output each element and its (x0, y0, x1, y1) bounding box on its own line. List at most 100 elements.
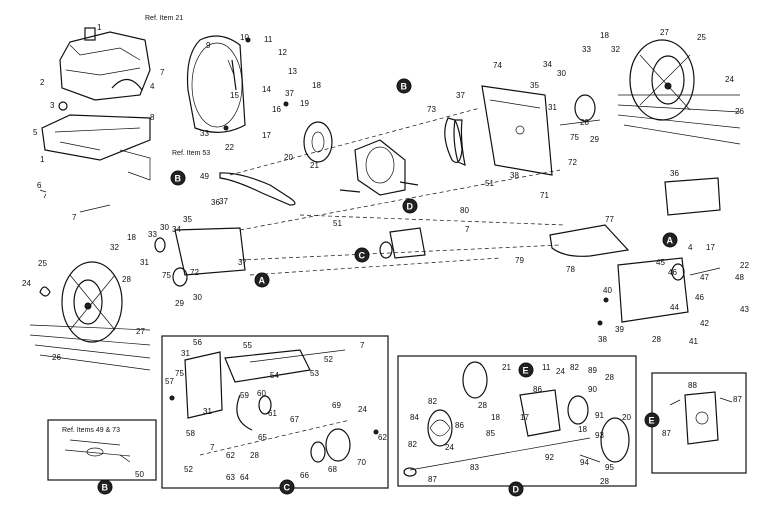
label-33b: 33 (582, 45, 591, 54)
label-31c: 31 (181, 349, 190, 358)
callout-letter-a1: A (259, 276, 266, 286)
label-56: 56 (193, 338, 202, 347)
engine-labels: 1 2 3 4 5 6 7 7 8 1 Ref. Item 21 Ref. It… (33, 15, 210, 222)
label-7e: 7 (210, 443, 215, 452)
label-9: 9 (206, 41, 211, 50)
label-53: 53 (310, 369, 319, 378)
label-32a: 32 (611, 45, 620, 54)
label-26b: 26 (52, 353, 61, 362)
label-70: 70 (357, 458, 366, 467)
label-21: 21 (310, 161, 319, 170)
label-52a: 52 (324, 355, 333, 364)
label-24d: 24 (445, 443, 454, 452)
label-61: 61 (268, 409, 277, 418)
label-78: 78 (566, 265, 575, 274)
ref-item-53: Ref. Item 53 (172, 150, 210, 157)
left-wheel (29, 261, 151, 371)
label-62b: 62 (378, 433, 387, 442)
label-67: 67 (290, 415, 299, 424)
label-92: 92 (545, 453, 554, 462)
label-13: 13 (288, 67, 297, 76)
label-17c: 17 (520, 413, 529, 422)
label-49a: 49 (200, 172, 209, 181)
label-22b: 22 (740, 261, 749, 270)
label-72: 72 (568, 158, 577, 167)
callout-d-1: D (402, 198, 418, 214)
callout-b-1: B (396, 78, 412, 94)
label-66: 66 (300, 471, 309, 480)
label-25b: 25 (38, 259, 47, 268)
label-82b: 82 (408, 440, 417, 449)
callout-a-detail (597, 257, 721, 326)
label-31b: 31 (140, 258, 149, 267)
callout-c-2: C (279, 479, 295, 495)
label-34a: 34 (543, 60, 552, 69)
label-47: 47 (700, 273, 709, 282)
label-18b: 18 (600, 31, 609, 40)
label-1b: 1 (40, 155, 45, 164)
label-71: 71 (540, 191, 549, 200)
label-62a: 62 (226, 451, 235, 460)
detail-box-e-labels: 88 87 87 (662, 381, 742, 438)
label-55: 55 (243, 341, 252, 350)
label-60: 60 (257, 389, 266, 398)
label-38b: 38 (598, 335, 607, 344)
label-37a: 37 (285, 89, 294, 98)
label-72b: 72 (190, 268, 199, 277)
label-86b: 86 (533, 385, 542, 394)
label-21b: 21 (502, 363, 511, 372)
callout-e-1: E (518, 362, 534, 378)
label-6: 6 (37, 181, 42, 190)
label-5: 5 (33, 128, 38, 137)
label-36b: 36 (670, 169, 679, 178)
label-37c: 37 (219, 197, 228, 206)
detail-box-c (161, 335, 389, 489)
label-52b: 52 (184, 465, 193, 474)
label-24e: 24 (556, 367, 565, 376)
label-26a: 26 (735, 107, 744, 116)
label-28f: 28 (605, 373, 614, 382)
label-91: 91 (595, 411, 604, 420)
callout-letter-a2: A (667, 236, 674, 246)
label-18d: 18 (491, 413, 500, 422)
label-31a: 31 (548, 103, 557, 112)
label-59: 59 (240, 391, 249, 400)
label-87c: 87 (662, 429, 671, 438)
detail-box-d-labels: 21 84 82 82 86 24 28 85 18 17 87 83 86 1… (408, 363, 631, 486)
label-24c: 24 (358, 405, 367, 414)
label-84: 84 (410, 413, 419, 422)
label-10: 10 (240, 33, 249, 42)
label-37b: 37 (456, 91, 465, 100)
label-4: 4 (150, 82, 155, 91)
label-2: 2 (40, 78, 45, 87)
label-80: 80 (460, 206, 469, 215)
label-36a: 36 (211, 198, 220, 207)
label-20: 20 (284, 153, 293, 162)
label-11: 11 (264, 35, 273, 44)
label-65: 65 (258, 433, 267, 442)
label-79: 79 (515, 256, 524, 265)
label-68: 68 (328, 465, 337, 474)
label-31d: 31 (203, 407, 212, 416)
label-7d: 7 (360, 341, 365, 350)
label-28a: 28 (580, 118, 589, 127)
callout-a-1: A (254, 272, 270, 288)
label-75: 75 (570, 133, 579, 142)
right-wheel (617, 39, 741, 145)
label-82a: 82 (428, 397, 437, 406)
label-28g: 28 (600, 477, 609, 486)
label-11b: 11 (542, 363, 551, 372)
callout-letter-b1: B (401, 82, 408, 92)
label-7c: 7 (465, 225, 470, 234)
callout-b-3: B (97, 479, 113, 495)
label-95: 95 (605, 463, 614, 472)
callout-letter-d2: D (513, 485, 520, 495)
label-33c: 33 (148, 230, 157, 239)
callout-e-2: E (644, 412, 660, 428)
callout-c-1: C (354, 247, 370, 263)
label-18e: 18 (578, 425, 587, 434)
label-86: 86 (455, 421, 464, 430)
ref-items-49-73: Ref. Items 49 & 73 (62, 427, 120, 434)
callout-letter-e1: E (523, 366, 529, 376)
right-labels: 36 77 78 4 17 22 48 45 46 47 46 44 43 42… (566, 169, 749, 346)
